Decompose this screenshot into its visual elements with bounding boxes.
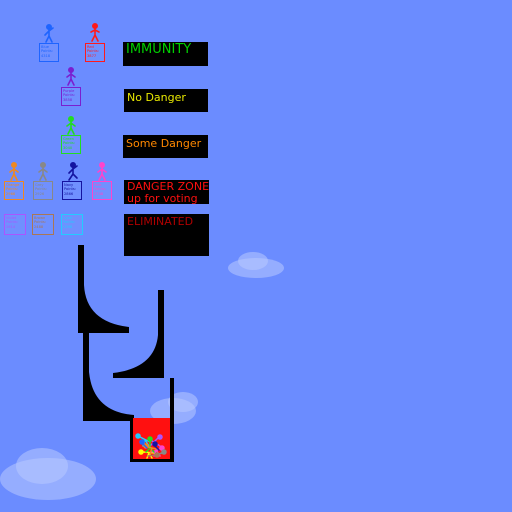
contestant-name: Pink xyxy=(94,183,102,187)
contestant-points-label: Points: xyxy=(63,141,76,146)
contestant-name: Green xyxy=(63,137,74,141)
blue-stick-figure-icon xyxy=(44,24,54,43)
contestant-name: Brown xyxy=(34,216,46,220)
blue-score-card: Blue Points: 4318 xyxy=(39,43,59,62)
contestant-score: 2748 xyxy=(94,191,104,196)
cyan-score-card: Cyan Points: 2398 xyxy=(61,214,83,235)
contestant-points-label: Points: xyxy=(6,220,19,225)
green-stick-figure-icon xyxy=(66,116,76,135)
red-stick-figure-icon xyxy=(90,23,100,42)
purple-score-card: Purple Points: 3858 xyxy=(61,87,81,106)
danger-zone-label: DANGER ZONE up for voting xyxy=(124,180,210,205)
brown-score-card: Brown Points: 2488 xyxy=(32,214,54,235)
contestant-name: Cyan xyxy=(63,216,73,220)
no-danger-label: No Danger xyxy=(124,89,208,112)
contestant-points-label: Points: xyxy=(35,187,48,192)
contestant-points-label: Points: xyxy=(63,93,76,98)
grey-score-card: Grey Points: 2926 xyxy=(33,181,53,200)
track-ramp-2 xyxy=(113,290,164,378)
cup-left-wall xyxy=(130,416,133,462)
contestant-score: 2926 xyxy=(35,191,45,196)
contestant-name: Blue xyxy=(41,45,49,49)
contestant-score: 4318 xyxy=(41,53,51,58)
red-score-card: Red Points: 3877 xyxy=(85,43,105,62)
stick-figure-pile-icon xyxy=(135,433,167,459)
cup-right-wall xyxy=(170,378,174,462)
contestant-score: 3877 xyxy=(87,53,97,58)
purple-stick-figure-icon xyxy=(66,67,76,86)
eliminated-label: ELIMINATED xyxy=(124,214,209,256)
some-danger-label: Some Danger xyxy=(123,135,208,158)
track-ramp-3 xyxy=(83,333,134,421)
contestant-score: 2866 xyxy=(64,191,74,196)
cloud xyxy=(16,448,68,484)
contestant-name: Red xyxy=(87,45,94,49)
contestant-score: 3040 xyxy=(63,145,73,150)
pink-stick-figure-icon xyxy=(97,162,107,181)
contestant-score: 2614 xyxy=(6,224,16,229)
grey-stick-figure-icon xyxy=(38,162,48,181)
orange-score-card: Orange Points: 2966 xyxy=(4,181,24,200)
contestant-score: 2966 xyxy=(6,191,16,196)
violet-score-card: Violet Points: 2614 xyxy=(4,214,26,235)
contestant-points-label: Points: xyxy=(94,187,107,192)
cup-floor xyxy=(130,459,174,462)
contestant-points-label: Points: xyxy=(63,220,76,225)
pink-score-card: Pink Points: 2748 xyxy=(92,181,112,200)
navy-score-card: Navy Points: 2866 xyxy=(62,181,82,200)
contestant-points-label: Points: xyxy=(64,187,77,192)
contestant-name: Navy xyxy=(64,183,74,187)
navy-stick-figure-icon xyxy=(68,162,78,181)
contestant-name: Grey xyxy=(35,183,44,187)
contestant-points-label: Points: xyxy=(87,49,100,54)
danger-zone-title: DANGER ZONE xyxy=(127,180,210,193)
contestant-points-label: Points: xyxy=(6,187,19,192)
contestant-name: Purple xyxy=(63,89,75,93)
contestant-score: 2488 xyxy=(34,224,44,229)
immunity-label: IMMUNITY xyxy=(123,42,208,66)
orange-stick-figure-icon xyxy=(9,162,19,181)
green-score-card: Green Points: 3040 xyxy=(61,135,81,154)
cloud xyxy=(168,392,198,412)
contestant-points-label: Points: xyxy=(34,220,47,225)
contestant-score: 3858 xyxy=(63,97,73,102)
contestant-name: Violet xyxy=(6,216,17,220)
cloud xyxy=(238,252,268,270)
track-ramp-1 xyxy=(78,245,129,333)
contestant-score: 2398 xyxy=(63,224,73,229)
contestant-name: Orange xyxy=(6,183,20,187)
danger-zone-subtitle: up for voting xyxy=(127,192,198,205)
contestant-points-label: Points: xyxy=(41,49,54,54)
